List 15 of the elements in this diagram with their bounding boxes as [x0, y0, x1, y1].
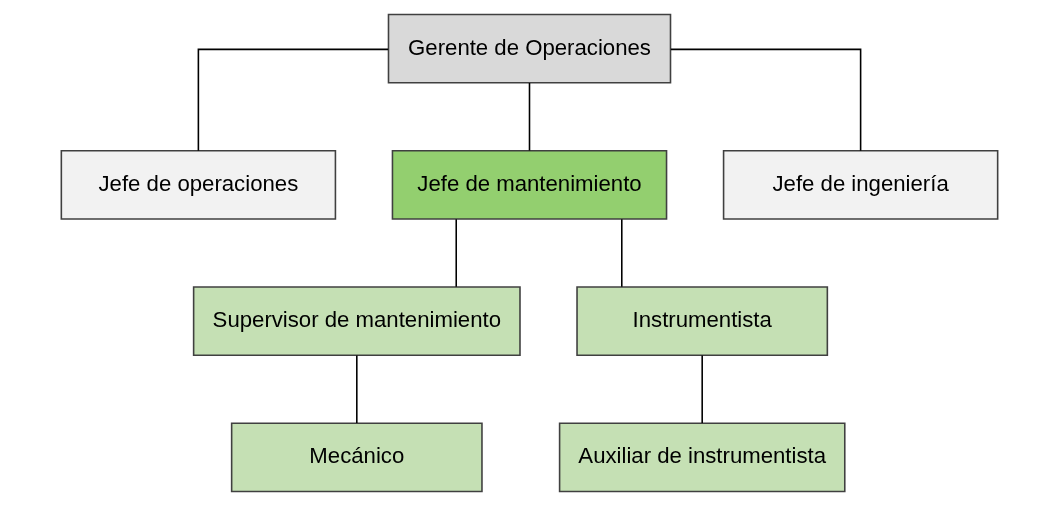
node-box: Jefe de ingeniería: [722, 150, 998, 220]
connector: [669, 48, 861, 152]
connector: [355, 354, 358, 424]
node-box: Mecánico: [230, 422, 483, 493]
connector: [620, 218, 623, 288]
node-box: Supervisor de mantenimiento: [192, 286, 521, 356]
node-box: Auxiliar de instrumentista: [558, 422, 846, 493]
node-box: Instrumentista: [575, 286, 828, 356]
connector: [528, 82, 530, 152]
node-box: Jefe de operaciones: [60, 150, 336, 220]
connector: [454, 218, 457, 288]
node-box: Gerente de Operaciones: [387, 13, 671, 84]
connector: [197, 48, 389, 152]
node-box: Jefe de mantenimiento: [391, 150, 667, 220]
connector: [700, 354, 703, 424]
